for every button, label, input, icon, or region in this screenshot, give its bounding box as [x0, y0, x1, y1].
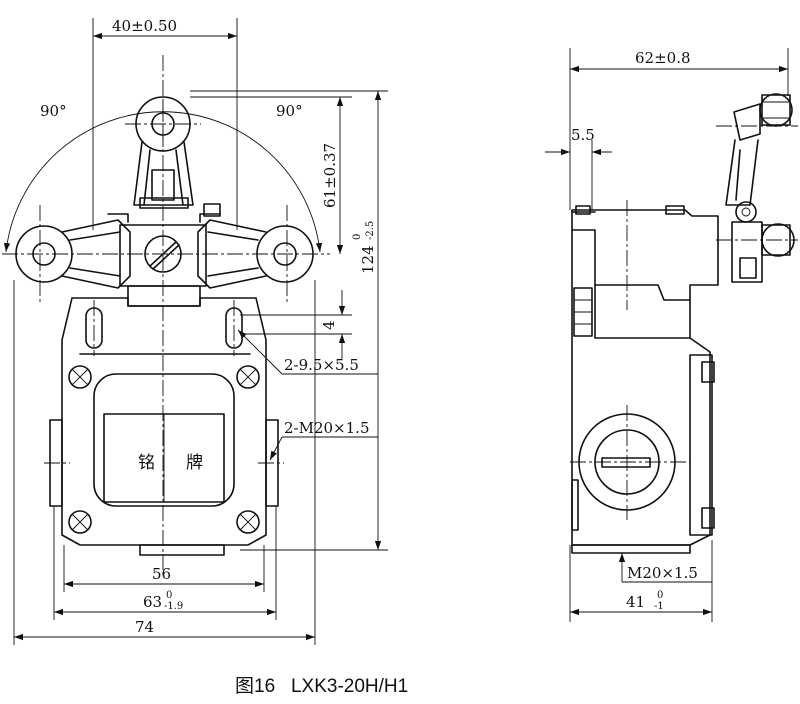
left-roller-arm: [16, 214, 130, 288]
housing-side: [572, 210, 718, 545]
nameplate-char-right: 牌: [186, 453, 203, 473]
dim-41: 41 0 -1: [570, 540, 712, 622]
dim-41-lower: -1: [654, 601, 664, 612]
thread-boss: [579, 414, 675, 510]
housing-front: [44, 298, 284, 555]
nameplate-char-left: 铭: [138, 453, 155, 473]
dim-5-5-label: 5.5: [571, 126, 595, 144]
rotation-arc: [3, 112, 323, 252]
callout-thread-side: M20×1.5: [618, 553, 712, 582]
angle-right-label: 90°: [276, 102, 303, 120]
lever-side: [716, 94, 798, 282]
dim-61: 61±0.37: [190, 97, 352, 254]
dim-74-label: 74: [135, 618, 154, 636]
right-roller-arm: [198, 204, 313, 288]
front-view: 铭 牌 40±0.50 90° 90° 61±0.37 124 0 -2.5: [2, 17, 388, 645]
callout-slot: 2-9.5×5.5: [238, 330, 378, 374]
dim-63: 63 0 -1.9: [54, 506, 276, 620]
dim-56: 56: [64, 545, 264, 592]
dim-124-upper: 0: [352, 234, 363, 240]
dim-63-lower: -1.9: [164, 601, 183, 612]
dim-4: 4: [240, 290, 352, 360]
angle-left-label: 90°: [40, 102, 67, 120]
dim-62: 62±0.8: [570, 48, 788, 210]
dim-40-label: 40±0.50: [112, 17, 177, 35]
dim-63-upper: 0: [166, 590, 172, 601]
dim-56-label: 56: [152, 565, 171, 583]
dim-41-upper: 0: [657, 590, 663, 601]
dim-61-label: 61±0.37: [321, 143, 339, 208]
dim-5-5: 5.5: [545, 126, 612, 210]
dim-4-label: 4: [320, 320, 338, 330]
dim-124: 124 0 -2.5: [190, 91, 388, 550]
dim-41-label: 41: [626, 593, 645, 611]
dim-62-label: 62±0.8: [635, 49, 691, 67]
side-view: 62±0.8 5.5 M20×1.5 41 0 -1: [545, 48, 798, 622]
dim-40: 40±0.50: [93, 17, 237, 230]
dim-74: 74: [14, 280, 315, 645]
callout-slot-label: 2-9.5×5.5: [284, 356, 359, 374]
callout-thread-side-label: M20×1.5: [627, 564, 698, 582]
dim-63-label: 63: [143, 593, 162, 611]
callout-thread-front-label: 2-M20×1.5: [284, 419, 369, 437]
callout-thread-front: 2-M20×1.5: [270, 419, 378, 460]
dim-124-label: 124: [359, 245, 377, 274]
figure-caption: 图16 LXK3-20H/H1: [235, 676, 408, 697]
top-roller-arm: [125, 97, 201, 208]
dim-124-lower: -2.5: [365, 221, 376, 240]
